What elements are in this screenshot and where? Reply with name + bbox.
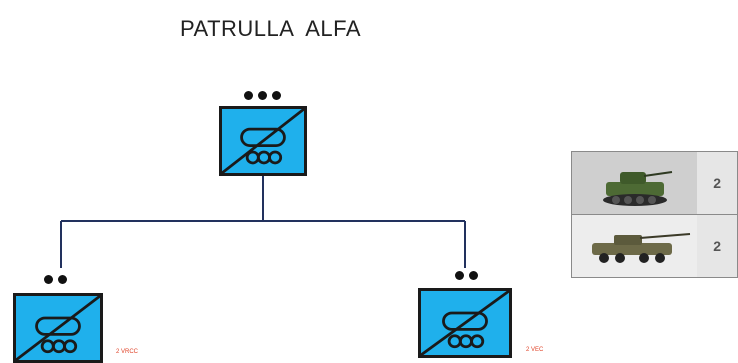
echelon-dot xyxy=(258,91,267,100)
table-row: 2 xyxy=(570,151,738,215)
unit-frame xyxy=(219,106,307,176)
echelon-indicator xyxy=(244,91,281,100)
echelon-indicator xyxy=(44,275,67,284)
armored-recon-icon xyxy=(16,296,100,360)
unit-note: 2 VEC xyxy=(526,347,544,353)
wheeled-vehicle-icon xyxy=(572,215,697,277)
echelon-dot xyxy=(58,275,67,284)
armored-recon-icon xyxy=(421,291,509,355)
armored-recon-icon xyxy=(222,109,304,173)
echelon-dot xyxy=(44,275,53,284)
quantity-cell: 2 xyxy=(696,214,738,278)
echelon-dot xyxy=(469,271,478,280)
equipment-table: 2 2 xyxy=(570,151,738,278)
unit-frame xyxy=(418,288,512,358)
echelon-dot xyxy=(272,91,281,100)
quantity-cell: 2 xyxy=(696,151,738,215)
tracked-vehicle-icon xyxy=(572,152,697,214)
vehicle-image-cell xyxy=(570,151,698,215)
echelon-dot xyxy=(244,91,253,100)
echelon-dot xyxy=(455,271,464,280)
table-row: 2 xyxy=(570,214,738,278)
diagram-title: PATRULLA ALFA xyxy=(180,16,362,41)
unit-frame xyxy=(13,293,103,363)
unit-note: 2 VRCC xyxy=(116,349,139,355)
vehicle-image-cell xyxy=(570,214,698,278)
echelon-indicator xyxy=(455,271,478,280)
